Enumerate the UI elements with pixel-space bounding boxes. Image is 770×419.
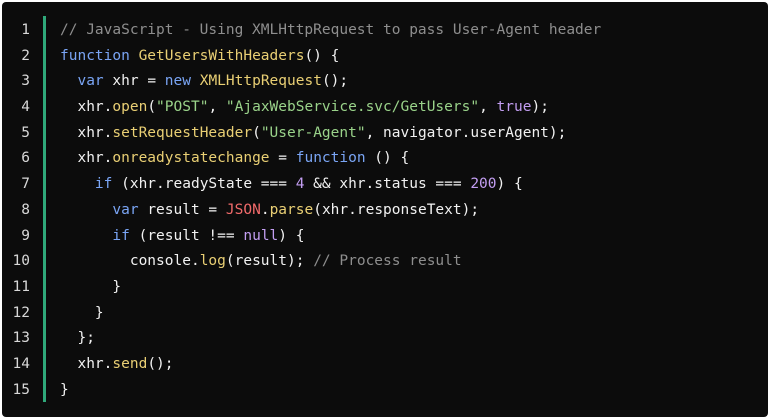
code-line: console.log(result); // Process result bbox=[60, 249, 762, 275]
code-token-fn: send bbox=[112, 355, 148, 372]
code-line: // JavaScript - Using XMLHttpRequest to … bbox=[60, 18, 762, 44]
line-number: 5 bbox=[21, 124, 30, 141]
line-number: 8 bbox=[21, 201, 30, 218]
code-token-plain: xhr. bbox=[60, 150, 113, 167]
code-token-plain: , navigator.userAgent); bbox=[365, 124, 567, 141]
code-token-keyword: var bbox=[112, 201, 139, 218]
code-token-string: "User-Agent" bbox=[260, 124, 366, 141]
code-token-plain: ( bbox=[252, 124, 261, 141]
gutter-divider bbox=[43, 16, 46, 402]
code-line: xhr.setRequestHeader("User-Agent", navig… bbox=[60, 121, 762, 147]
code-token-fn: setRequestHeader bbox=[112, 124, 253, 141]
code-token-plain: } bbox=[60, 381, 69, 398]
code-token-fn: XMLHttpRequest bbox=[199, 73, 322, 90]
code-token-plain: () { bbox=[365, 150, 410, 167]
code-token-plain bbox=[60, 73, 77, 89]
code-token-string: "AjaxWebService.svc/GetUsers" bbox=[225, 99, 480, 116]
code-token-builtin: JSON bbox=[225, 201, 261, 218]
code-line: if (xhr.readyState === 4 && xhr.status =… bbox=[60, 172, 762, 198]
line-number: 1 bbox=[21, 22, 30, 38]
code-line: xhr.send(); bbox=[60, 352, 762, 378]
code-line: xhr.onreadystatechange = function () { bbox=[60, 146, 762, 172]
code-token-plain: () { bbox=[304, 47, 340, 64]
code-line: }; bbox=[60, 326, 762, 352]
code-token-plain: = bbox=[269, 150, 296, 167]
code-line: xhr.open("POST", "AjaxWebService.svc/Get… bbox=[60, 95, 762, 121]
code-line: function GetUsersWithHeaders() { bbox=[60, 44, 762, 70]
code-token-plain: (result); bbox=[225, 253, 314, 270]
code-token-number: 200 bbox=[470, 176, 497, 193]
line-number: 6 bbox=[21, 150, 30, 167]
code-line: } bbox=[60, 378, 762, 404]
line-number: 4 bbox=[21, 99, 30, 116]
code-token-keyword: function bbox=[295, 150, 366, 167]
code-token-plain bbox=[60, 202, 112, 218]
code-token-keyword: new bbox=[164, 73, 191, 90]
code-token-number: true bbox=[496, 99, 532, 116]
code-token-number: 4 bbox=[295, 176, 305, 193]
code-token-keyword: if bbox=[94, 176, 113, 193]
line-number: 11 bbox=[12, 278, 30, 295]
code-token-fn: onreadystatechange bbox=[112, 150, 270, 167]
code-token-plain: (); bbox=[147, 355, 174, 372]
code-token-plain: (xhr.readyState === bbox=[112, 176, 296, 193]
code-token-fn: log bbox=[199, 253, 226, 270]
code-token-plain: && xhr.status === bbox=[304, 176, 471, 193]
code-token-plain bbox=[60, 228, 112, 244]
code-content[interactable]: // JavaScript - Using XMLHttpRequest to … bbox=[60, 18, 762, 403]
code-line: if (result !== null) { bbox=[60, 224, 762, 250]
code-token-comment: // JavaScript - Using XMLHttpRequest to … bbox=[60, 22, 602, 38]
code-token-number: null bbox=[243, 227, 279, 244]
line-number: 9 bbox=[21, 227, 30, 244]
code-token-plain: (); bbox=[321, 73, 349, 90]
code-line: var result = JSON.parse(xhr.responseText… bbox=[60, 198, 762, 224]
code-token-plain: console. bbox=[60, 253, 200, 270]
code-token-fn: GetUsersWithHeaders bbox=[138, 47, 305, 64]
code-token-plain: . bbox=[260, 201, 270, 218]
code-token-comment: // Process result bbox=[313, 253, 462, 270]
code-token-string: "POST" bbox=[156, 99, 209, 116]
line-number: 14 bbox=[12, 355, 30, 372]
code-token-plain: result = bbox=[138, 201, 226, 218]
line-number: 2 bbox=[21, 47, 30, 64]
code-token-keyword: if bbox=[112, 227, 130, 244]
code-token-fn: parse bbox=[269, 201, 314, 218]
line-number: 7 bbox=[21, 176, 30, 193]
code-token-plain: (result !== bbox=[129, 227, 244, 244]
code-token-keyword: var bbox=[77, 73, 104, 90]
code-token-plain: ); bbox=[531, 99, 549, 116]
code-token-plain: ( bbox=[147, 99, 157, 116]
code-token-plain: , bbox=[479, 99, 497, 116]
code-token-plain bbox=[60, 176, 95, 192]
code-token-plain: } bbox=[60, 304, 104, 321]
code-line: } bbox=[60, 301, 762, 327]
code-token-plain: }; bbox=[60, 330, 95, 347]
code-line: var xhr = new XMLHttpRequest(); bbox=[60, 69, 762, 95]
code-token-plain bbox=[191, 73, 200, 89]
line-number: 13 bbox=[12, 330, 30, 347]
code-token-plain: xhr. bbox=[60, 355, 113, 372]
code-token-plain: xhr. bbox=[60, 99, 113, 116]
code-token-plain: ) { bbox=[278, 227, 305, 244]
line-number: 10 bbox=[12, 253, 30, 270]
code-token-fn: open bbox=[112, 99, 148, 116]
code-token-keyword: function bbox=[60, 47, 130, 64]
line-number: 15 bbox=[12, 381, 30, 398]
code-token-plain: ) { bbox=[496, 176, 523, 193]
code-token-plain: , bbox=[208, 99, 226, 116]
code-token-plain: (xhr.responseText); bbox=[313, 201, 480, 218]
code-token-plain: xhr. bbox=[60, 124, 113, 141]
code-token-plain bbox=[130, 48, 139, 64]
code-line: } bbox=[60, 275, 762, 301]
code-token-plain: } bbox=[60, 278, 122, 295]
line-number: 12 bbox=[12, 304, 30, 321]
line-number: 3 bbox=[21, 73, 30, 90]
code-token-plain: xhr = bbox=[103, 73, 165, 90]
